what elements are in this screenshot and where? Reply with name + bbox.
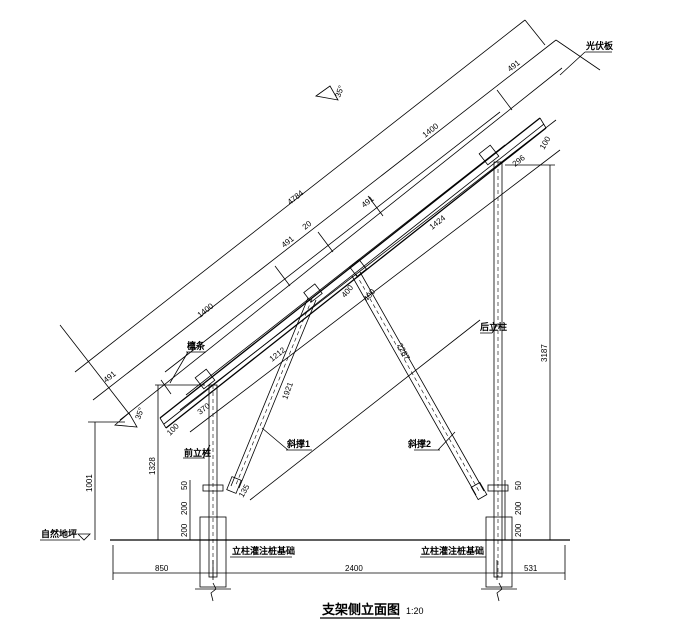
angle-top: 35° bbox=[333, 84, 346, 98]
pv-panel-rails bbox=[119, 67, 563, 429]
dim-left-200-b: 200 bbox=[180, 523, 189, 537]
dim-491-3: 491 bbox=[360, 194, 376, 210]
dim-total: 4784 bbox=[286, 188, 306, 206]
dim-3187: 3187 bbox=[540, 344, 549, 362]
label-pv-panel: 光伏板 bbox=[585, 40, 614, 51]
rear-post bbox=[487, 161, 509, 578]
label-front-post: 前立柱 bbox=[184, 447, 211, 458]
level-dimension-lines bbox=[88, 85, 566, 580]
label-pile-right: 立柱灌注桩基础 bbox=[421, 545, 484, 556]
brace-1 bbox=[226, 297, 317, 494]
dim-1400-2: 1400 bbox=[421, 121, 441, 139]
front-purlin-clamp bbox=[194, 368, 216, 390]
label-purlin: 檩条 bbox=[187, 340, 206, 351]
dim-right-200-b: 200 bbox=[514, 523, 523, 537]
dim-1424: 1424 bbox=[428, 213, 448, 231]
dim-1400-1: 1400 bbox=[196, 301, 216, 319]
angle-bottom: 35° bbox=[133, 406, 146, 420]
rear-pile-foundation bbox=[481, 516, 517, 602]
label-brace1: 斜撑1 bbox=[286, 438, 310, 449]
label-ground: 自然地坪 bbox=[41, 528, 77, 539]
label-rear-post: 后立柱 bbox=[480, 321, 507, 332]
label-pile-left: 立柱灌注桩基础 bbox=[232, 545, 295, 556]
drawing-scale: 1:20 bbox=[406, 606, 424, 616]
rear-purlin-clamp bbox=[478, 144, 500, 166]
brace-2 bbox=[351, 271, 488, 501]
label-brace2: 斜撑2 bbox=[407, 438, 431, 449]
dim-491-2: 491 bbox=[280, 234, 296, 250]
dim-left-50: 50 bbox=[180, 481, 189, 490]
dim-100-a: 100 bbox=[165, 421, 181, 437]
dim-1212: 1212 bbox=[268, 345, 288, 363]
dim-right-50: 50 bbox=[514, 481, 523, 490]
dim-491-4: 491 bbox=[506, 58, 522, 74]
dim-400-b: 400 bbox=[362, 287, 378, 303]
brace2-top-plate bbox=[349, 259, 367, 277]
dim-right-200-a: 200 bbox=[514, 501, 523, 515]
dim-296: 296 bbox=[511, 153, 527, 169]
drawing-title: 支架侧立面图 bbox=[321, 602, 400, 617]
dim-100-b: 100 bbox=[538, 134, 553, 151]
dim-2400: 2400 bbox=[345, 564, 363, 573]
dim-1921: 1921 bbox=[280, 380, 295, 400]
front-pile-foundation bbox=[195, 516, 231, 602]
brace1-top-plate bbox=[303, 283, 323, 303]
dim-1328: 1328 bbox=[148, 457, 157, 475]
dim-left-200-a: 200 bbox=[180, 501, 189, 515]
front-post bbox=[202, 384, 224, 578]
sloped-dimension-lines bbox=[59, 19, 601, 501]
ground-symbol-icon bbox=[77, 533, 91, 541]
dim-850: 850 bbox=[155, 564, 169, 573]
dim-531: 531 bbox=[524, 564, 538, 573]
dim-1001: 1001 bbox=[85, 474, 94, 492]
